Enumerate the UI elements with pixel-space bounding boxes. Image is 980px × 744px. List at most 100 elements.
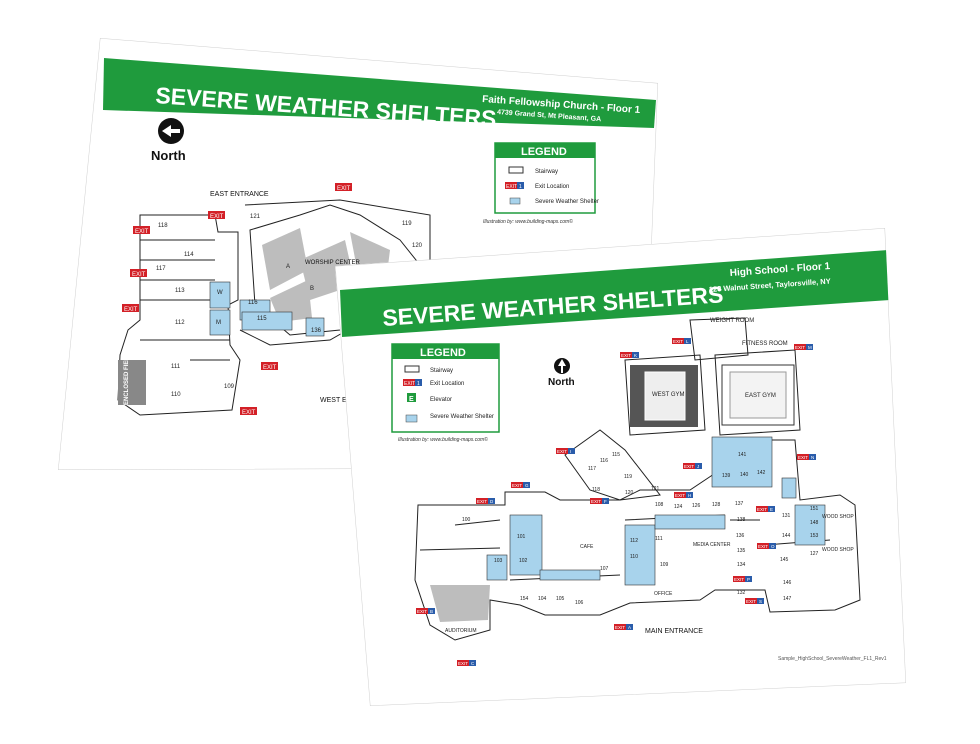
enclosed-field-area xyxy=(118,360,146,405)
room-label: 118 xyxy=(158,223,168,229)
room-label: 115 xyxy=(612,452,620,458)
exit-text: EXIT xyxy=(512,483,522,488)
exit-code: L xyxy=(686,339,689,344)
room-label: 111 xyxy=(655,536,663,542)
exit-code: I xyxy=(570,449,571,454)
elevator-symbol: E xyxy=(409,396,414,403)
exit-text: EXIT xyxy=(242,410,256,416)
legend-elevator: Elevator xyxy=(430,397,452,403)
legend-stairway: Stairway xyxy=(535,169,558,175)
room-label: W xyxy=(217,290,223,296)
exit-badge: EXIT xyxy=(130,269,147,278)
exit-text: EXIT xyxy=(675,493,685,498)
exit-text: EXIT xyxy=(210,214,224,220)
room-label: 116 xyxy=(248,300,258,306)
back-north-label: North xyxy=(151,148,186,163)
legend-exit-badge: EXIT xyxy=(506,184,517,190)
room-label: 119 xyxy=(624,474,632,480)
legend-heading: LEGEND xyxy=(521,146,567,158)
room-label: 105 xyxy=(556,596,565,602)
exit-badge: EXIT xyxy=(122,304,139,313)
exit-code: K xyxy=(634,353,637,358)
worship-center-label: WORSHIP CENTER xyxy=(305,260,361,266)
exit-code: B xyxy=(430,609,433,614)
room-label: 109 xyxy=(224,384,235,390)
room-label: 112 xyxy=(175,320,185,326)
room-label: A xyxy=(286,264,290,270)
room-label: 100 xyxy=(462,517,471,523)
exit-code: F xyxy=(604,499,607,504)
exit-text: EXIT xyxy=(673,339,683,344)
wood-shop-label: WOOD SHOP xyxy=(822,547,854,553)
room-label: 135 xyxy=(737,548,746,554)
exit-text: EXIT xyxy=(615,625,625,630)
room-label: 108 xyxy=(655,502,664,508)
exit-code: D xyxy=(490,499,494,504)
back-legend: LEGEND Stairway EXIT 1 Exit Location Sev… xyxy=(494,142,599,214)
front-legend: LEGEND Stairway EXIT 1 Exit Location E E… xyxy=(391,343,500,433)
exit-code: H xyxy=(688,493,691,498)
room-label: 107 xyxy=(600,566,609,572)
room-label: 124 xyxy=(674,504,683,510)
exit-text: EXIT xyxy=(263,365,277,371)
legend-shelter: Severe Weather Shelter xyxy=(535,199,599,205)
exit-text: EXIT xyxy=(557,449,567,454)
room-label: 110 xyxy=(630,554,638,560)
legend-exit-num: 1 xyxy=(417,381,420,387)
exit-text: EXIT xyxy=(124,307,138,313)
media-center-label: MEDIA CENTER xyxy=(693,542,731,548)
enclosed-field-label: ENCLOSED FIELD xyxy=(124,352,130,405)
room-label: 104 xyxy=(538,596,547,602)
room-label: 126 xyxy=(692,503,701,509)
exit-text: EXIT xyxy=(458,661,468,666)
room-label: 118 xyxy=(592,487,600,493)
exit-code: N xyxy=(811,455,814,460)
room-label: 119 xyxy=(402,221,412,227)
office-label: OFFICE xyxy=(654,591,673,597)
church-exits: EXIT EXIT EXIT EXIT EXIT EXIT EXIT xyxy=(122,183,352,416)
exit-text: EXIT xyxy=(798,455,808,460)
school-shelters xyxy=(486,436,826,586)
room-label: 111 xyxy=(171,364,181,370)
room-label: 131 xyxy=(782,513,791,519)
exit-text: EXIT xyxy=(757,507,767,512)
exit-code: E xyxy=(770,507,773,512)
cafe-label: CAFE xyxy=(580,544,594,550)
exit-text: EXIT xyxy=(591,499,601,504)
room-label: 136 xyxy=(311,328,322,334)
room-label: 121 xyxy=(250,214,261,220)
room-label: 121 xyxy=(651,486,660,492)
exit-text: EXIT xyxy=(337,186,351,192)
exit-code: C xyxy=(471,661,475,666)
room-label: 139 xyxy=(722,473,731,479)
exit-text: EXIT xyxy=(477,499,487,504)
exit-code: M xyxy=(808,345,812,350)
exit-code: G xyxy=(525,483,529,488)
room-label: 113 xyxy=(175,288,185,294)
exit-badge: EXIT xyxy=(208,211,225,220)
church-room-numbers: 118 121 119 120 114 117 113 112 111 110 … xyxy=(156,214,423,398)
exit-badge: EXIT xyxy=(335,183,352,192)
room-label: 147 xyxy=(783,596,792,602)
room-label: 103 xyxy=(494,558,503,564)
exit-text: EXIT xyxy=(135,229,149,235)
room-label: M xyxy=(216,320,221,326)
exit-text: EXIT xyxy=(734,577,744,582)
room-label: B xyxy=(310,286,314,292)
stairway-icon xyxy=(508,166,524,174)
west-gym-label: WEST GYM xyxy=(652,392,685,398)
exit-text: EXIT xyxy=(684,464,694,469)
